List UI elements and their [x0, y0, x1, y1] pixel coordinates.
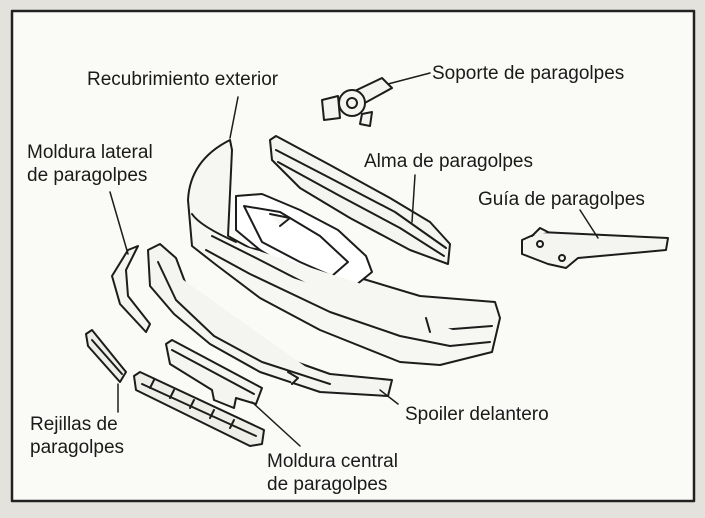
label-text: Spoiler delantero — [405, 404, 549, 425]
label-line-1: Rejillas de — [30, 414, 118, 435]
label-moldura-central: Moldura central de paragolpes — [267, 450, 398, 496]
label-line-1: Moldura lateral — [27, 142, 153, 163]
label-text: Guía de paragolpes — [478, 189, 645, 210]
label-moldura-lateral: Moldura lateral de paragolpes — [27, 141, 153, 187]
label-line-2: paragolpes — [30, 437, 125, 458]
label-soporte-de-paragolpes: Soporte de paragolpes — [432, 62, 624, 85]
bumper-cover-drawing — [187, 139, 501, 366]
label-guia-de-paragolpes: Guía de paragolpes — [478, 188, 645, 211]
label-line-2: de paragolpes — [27, 165, 148, 186]
label-recubrimiento-exterior: Recubrimiento exterior — [87, 68, 278, 91]
label-line-2: de paragolpes — [267, 474, 388, 495]
label-rejillas-de-paragolpes: Rejillas de paragolpes — [30, 413, 124, 459]
front-spoiler-drawing — [147, 243, 393, 397]
grille-drawing — [85, 329, 265, 447]
bumper-core-drawing — [269, 135, 451, 265]
label-line-1: Moldura central — [267, 451, 398, 472]
center-molding-drawing — [165, 339, 263, 409]
leader-lines — [109, 72, 599, 447]
label-text: Soporte de paragolpes — [432, 63, 625, 84]
label-spoiler-delantero: Spoiler delantero — [405, 403, 549, 426]
label-text: Recubrimiento exterior — [87, 69, 279, 90]
bumper-guide-drawing — [521, 227, 669, 269]
label-alma-de-paragolpes: Alma de paragolpes — [364, 150, 533, 173]
label-text: Alma de paragolpes — [364, 151, 533, 172]
side-molding-drawing — [111, 245, 151, 333]
bumper-bracket-drawing — [321, 77, 393, 127]
